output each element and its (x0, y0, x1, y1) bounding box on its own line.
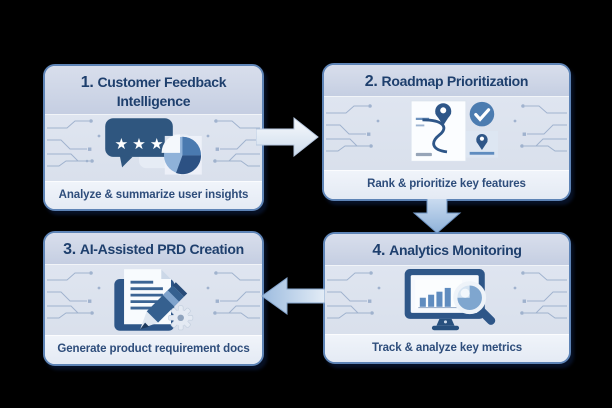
svg-text:★: ★ (150, 134, 164, 152)
step-number: 1. (80, 74, 94, 91)
step-title-text: Roadmap Prioritization (381, 73, 529, 89)
step-1-caption: Analyze & summarize user insights (45, 180, 262, 209)
svg-text:★: ★ (132, 134, 146, 152)
circuit-pattern (513, 270, 567, 319)
step-title-text: Analytics Monitoring (389, 242, 522, 258)
circuit-pattern (326, 104, 380, 152)
document-pen-gear-icon (113, 268, 193, 331)
circuit-pattern (206, 118, 260, 167)
step-3-title: 3.AI-Assisted PRD Creation (45, 233, 262, 265)
step-card-3: 3.AI-Assisted PRD Creation (43, 231, 264, 366)
step-4-caption: Track & analyze key metrics (325, 333, 569, 362)
flow-arrow-step2-to-step4 (412, 196, 462, 234)
step-2-caption: Rank & prioritize key features (324, 170, 569, 199)
step-1-illustration: ★ ★ ★ (45, 114, 262, 181)
circuit-pattern (327, 270, 381, 319)
rating-chat-pie-icon: ★ ★ ★ (105, 117, 202, 176)
step-4-title: 4.Analytics Monitoring (325, 234, 569, 266)
circuit-pattern (206, 270, 260, 319)
svg-text:★: ★ (114, 134, 128, 152)
monitor-chart-magnifier-icon (404, 268, 496, 330)
step-2-title: 2.Roadmap Prioritization (324, 65, 569, 97)
step-number: 2. (364, 73, 378, 90)
step-number: 4. (372, 242, 386, 259)
flow-arrow-step4-to-step3 (261, 277, 325, 315)
step-2-illustration (324, 96, 569, 170)
step-4-illustration (325, 265, 569, 334)
step-3-caption: Generate product requirement docs (45, 335, 262, 364)
step-number: 3. (63, 241, 76, 258)
step-1-title: 1.Customer Feedback Intelligence (45, 66, 262, 115)
circuit-pattern (47, 118, 101, 167)
roadmap-pins-check-icon (410, 100, 498, 163)
flow-arrow-step1-to-step2 (256, 116, 319, 158)
step-title-text: Customer Feedback Intelligence (97, 74, 227, 109)
circuit-pattern (513, 104, 567, 152)
step-card-1: 1.Customer Feedback Intelligence ★ (43, 64, 264, 211)
circuit-pattern (47, 270, 101, 319)
step-card-2: 2.Roadmap Prioritization (322, 63, 571, 201)
step-card-4: 4.Analytics Monitoring (323, 232, 571, 364)
step-3-illustration (45, 264, 262, 335)
step-title-text: AI-Assisted PRD Creation (79, 241, 244, 257)
